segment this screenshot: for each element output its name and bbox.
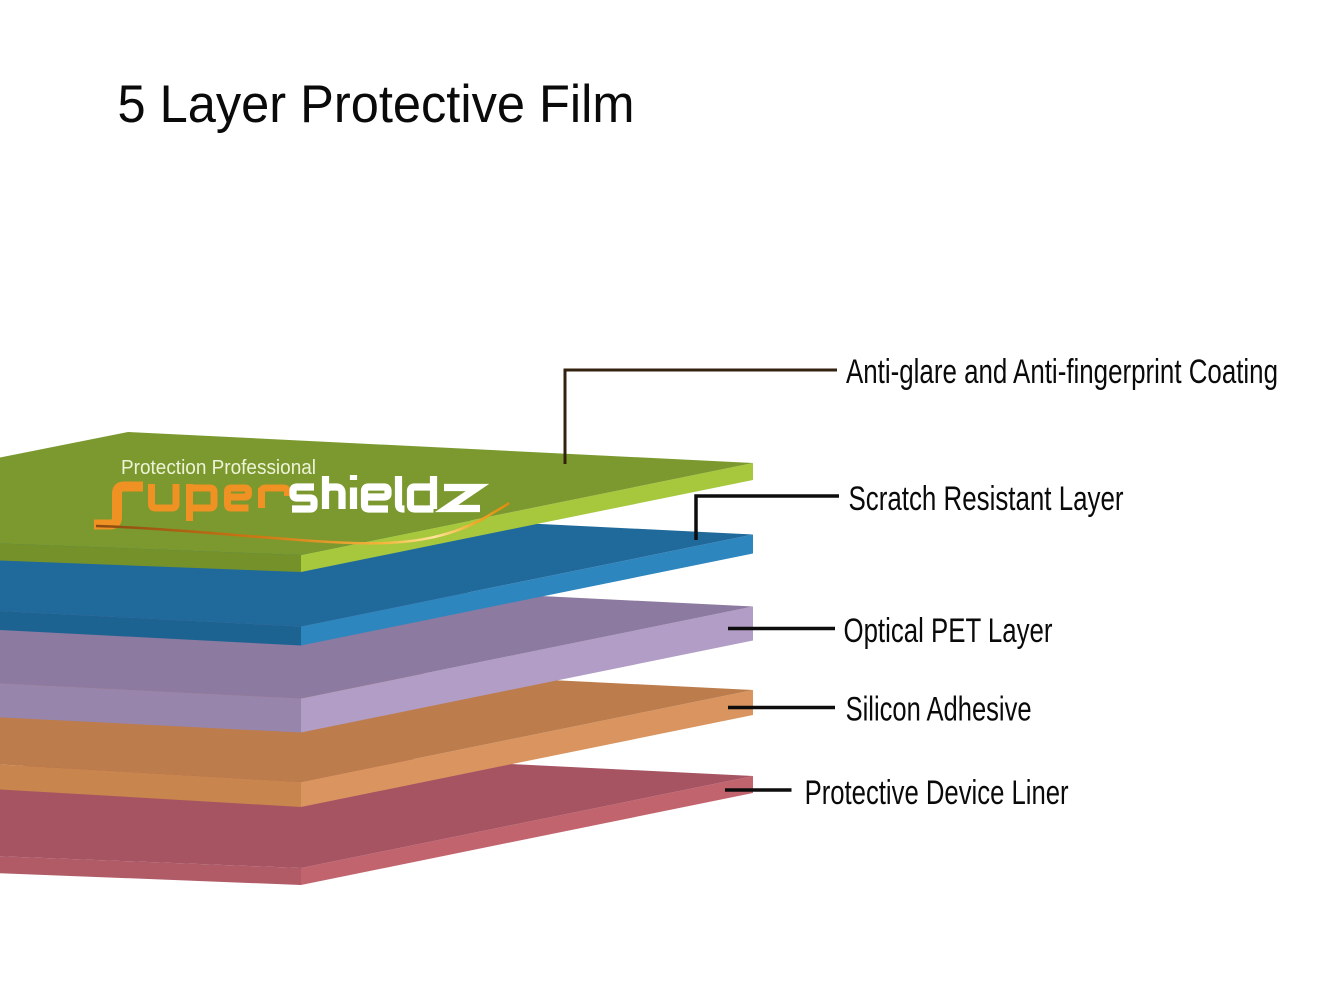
svg-text:Silicon Adhesive: Silicon Adhesive — [846, 691, 1032, 729]
svg-text:5 Layer Protective Film: 5 Layer Protective Film — [118, 75, 635, 134]
svg-text:Protection Professional: Protection Professional — [121, 457, 316, 479]
svg-text:Optical PET Layer: Optical PET Layer — [844, 612, 1053, 650]
svg-text:Scratch Resistant Layer: Scratch Resistant Layer — [849, 480, 1124, 518]
svg-text:Anti-glare and Anti-fingerprin: Anti-glare and Anti-fingerprint Coating — [846, 353, 1278, 391]
svg-text:Protective Device Liner: Protective Device Liner — [805, 774, 1069, 812]
